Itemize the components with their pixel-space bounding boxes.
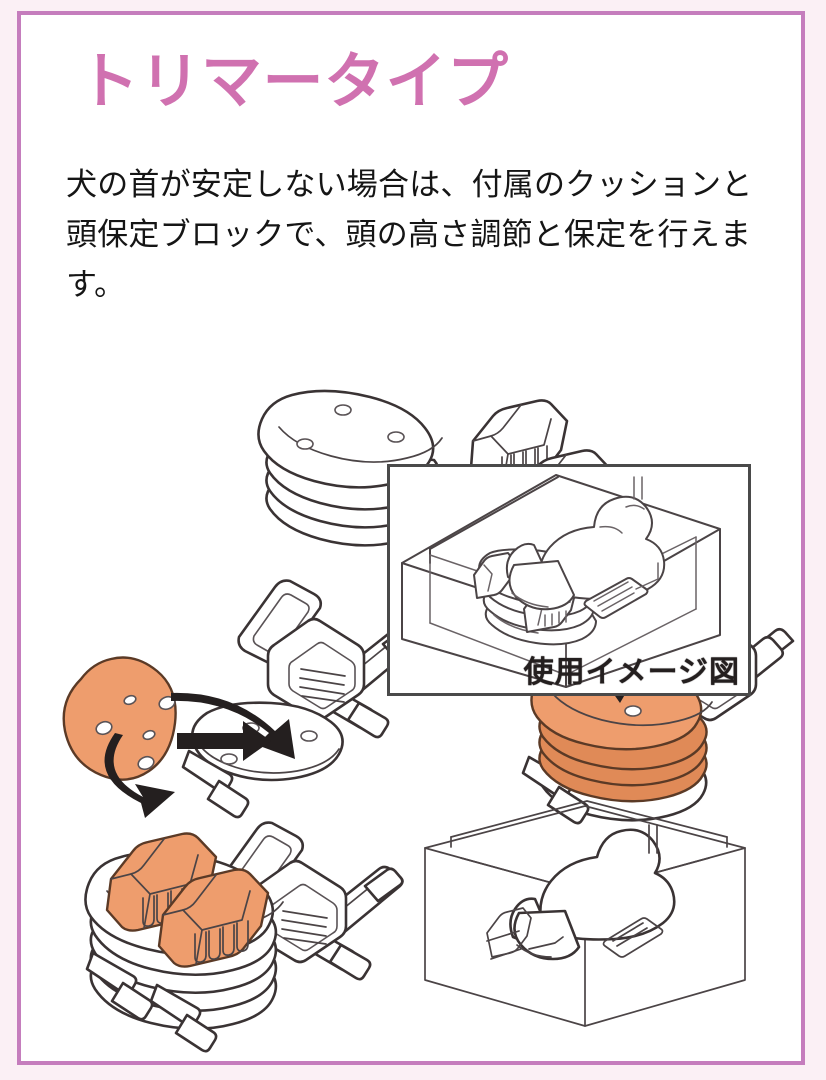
- usage-side-support: [583, 577, 649, 619]
- body-paragraph: 犬の首が安定しない場合は、付属のクッションと頭保定ブロックで、頭の高さ調節と保定…: [66, 167, 753, 303]
- cushion-orange-left: [62, 656, 177, 781]
- assembly-arrows-left: [104, 692, 295, 818]
- dog-figure: [486, 828, 676, 961]
- usage-dog: [505, 476, 666, 611]
- usage-image-illustration: .u { fill:none; stroke:#4b4446; stroke-w…: [401, 474, 721, 688]
- bordered-page-frame: トリマータイプ 犬の首が安定しない場合は、付属のクッションと頭保定ブロックで、頭…: [17, 11, 805, 1065]
- head-block-orange-b: [157, 868, 270, 968]
- usage-image-caption: 使用イメージ図: [523, 656, 740, 689]
- base-frame-left: [181, 579, 422, 819]
- usage-image-drawing: [424, 800, 746, 1027]
- page-title: トリマータイプ: [78, 47, 509, 115]
- usage-image-panel: .u { fill:none; stroke:#4b4446; stroke-w…: [387, 464, 751, 696]
- illus-step-attach-cushion: [62, 579, 422, 819]
- illus-step-head-blocks-mounted: [84, 821, 404, 1053]
- instruction-illustrations: .ink { fill:none; stroke:#3a3334; stroke…: [62, 389, 795, 1053]
- illustration-area: .ink { fill:none; stroke:#3a3334; stroke…: [21, 345, 801, 1055]
